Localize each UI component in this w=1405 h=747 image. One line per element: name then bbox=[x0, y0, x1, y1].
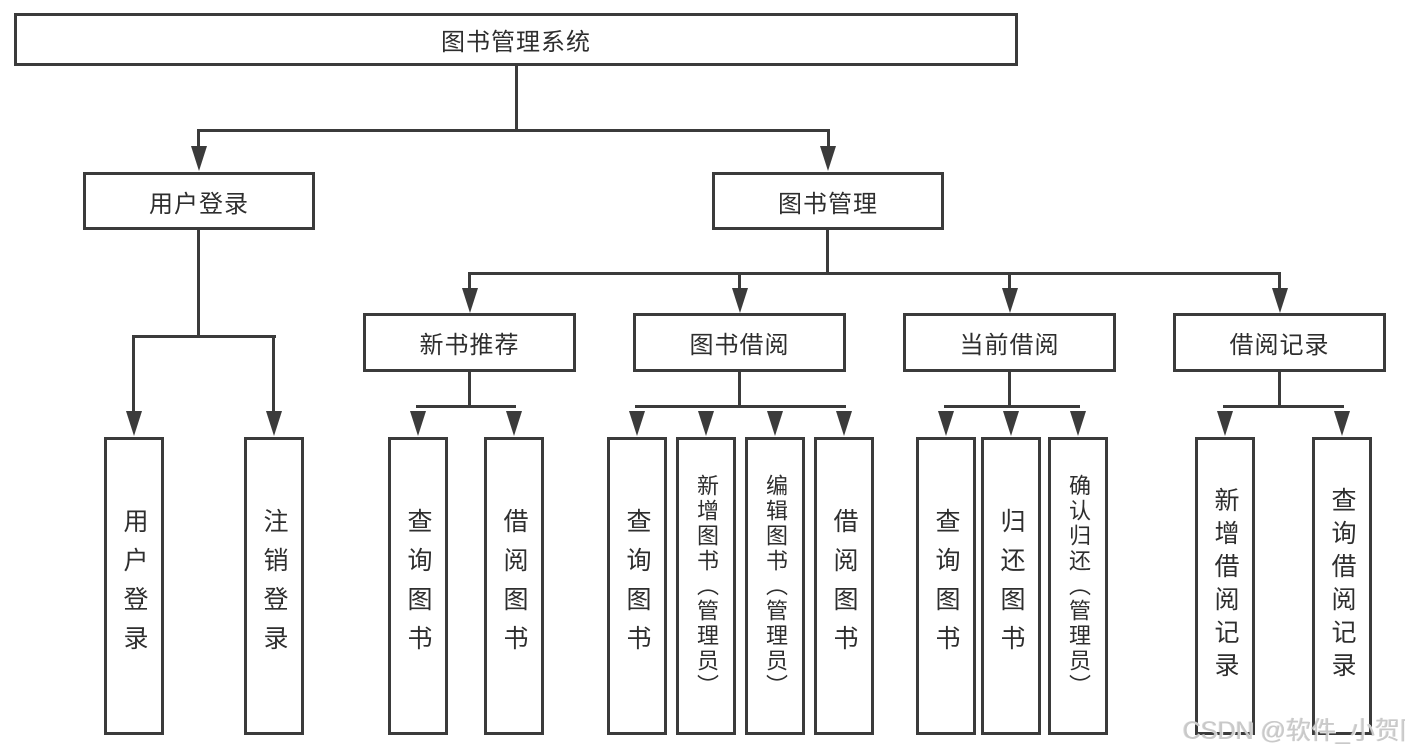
connector-line bbox=[197, 129, 200, 151]
arrow-down-icon bbox=[1070, 411, 1086, 436]
leaf-borrow-edit-label: 编辑图书（管理员） bbox=[763, 473, 788, 699]
leaf-current-return-label: 归还图书 bbox=[997, 508, 1025, 664]
leaf-newbook-query-label: 查询图书 bbox=[404, 508, 432, 664]
connector-line bbox=[468, 272, 471, 292]
arrow-down-icon bbox=[698, 411, 714, 436]
leaf-newbook-borrow: 借阅图书 bbox=[484, 437, 544, 735]
leaf-borrow-query-label: 查询图书 bbox=[623, 508, 651, 664]
connector-line bbox=[1223, 405, 1344, 408]
arrow-down-icon bbox=[506, 411, 522, 436]
leaf-borrow-edit: 编辑图书（管理员） bbox=[745, 437, 805, 735]
leaf-borrow-book-label: 借阅图书 bbox=[830, 508, 858, 664]
leaf-record-query: 查询借阅记录 bbox=[1312, 437, 1372, 735]
watermark: CSDN @软件_小贺同学 bbox=[1183, 717, 1405, 745]
connector-line bbox=[635, 405, 846, 408]
node-current-borrow: 当前借阅 bbox=[903, 313, 1116, 372]
arrow-down-icon bbox=[1272, 288, 1288, 313]
connector-line bbox=[515, 66, 518, 132]
node-book-mgmt-label: 图书管理 bbox=[778, 190, 878, 218]
node-root: 图书管理系统 bbox=[14, 13, 1018, 66]
connector-line bbox=[272, 335, 275, 415]
connector-line bbox=[1278, 272, 1281, 292]
leaf-logout: 注销登录 bbox=[244, 437, 304, 735]
leaf-current-query: 查询图书 bbox=[916, 437, 976, 735]
connector-line bbox=[468, 272, 1281, 275]
connector-line bbox=[132, 335, 135, 415]
node-user-login: 用户登录 bbox=[83, 172, 315, 230]
connector-line bbox=[197, 230, 200, 338]
arrow-down-icon bbox=[266, 411, 282, 436]
arrow-down-icon bbox=[1334, 411, 1350, 436]
arrow-down-icon bbox=[126, 411, 142, 436]
leaf-newbook-query: 查询图书 bbox=[388, 437, 448, 735]
arrow-down-icon bbox=[629, 411, 645, 436]
connector-line bbox=[1008, 272, 1011, 292]
leaf-user-login-label: 用户登录 bbox=[120, 508, 148, 664]
connector-line bbox=[1278, 372, 1281, 408]
connector-line bbox=[416, 405, 516, 408]
leaf-current-return: 归还图书 bbox=[981, 437, 1041, 735]
node-new-book-label: 新书推荐 bbox=[419, 332, 520, 359]
leaf-logout-label: 注销登录 bbox=[260, 508, 288, 664]
node-book-borrow-label: 图书借阅 bbox=[689, 332, 790, 359]
connector-line bbox=[468, 372, 471, 408]
arrow-down-icon bbox=[820, 146, 836, 171]
arrow-down-icon bbox=[462, 288, 478, 313]
node-book-borrow: 图书借阅 bbox=[633, 313, 846, 372]
leaf-current-query-label: 查询图书 bbox=[932, 508, 960, 664]
leaf-newbook-borrow-label: 借阅图书 bbox=[500, 508, 528, 664]
leaf-record-query-label: 查询借阅记录 bbox=[1328, 487, 1356, 685]
connector-line bbox=[827, 129, 830, 151]
leaf-user-login: 用户登录 bbox=[104, 437, 164, 735]
arrow-down-icon bbox=[732, 288, 748, 313]
leaf-record-add-label: 新增借阅记录 bbox=[1211, 487, 1239, 685]
connector-line bbox=[738, 272, 741, 292]
connector-line bbox=[738, 372, 741, 408]
leaf-current-confirm-label: 确认归还（管理员） bbox=[1066, 473, 1091, 699]
leaf-borrow-book: 借阅图书 bbox=[814, 437, 874, 735]
leaf-record-add: 新增借阅记录 bbox=[1195, 437, 1255, 735]
connector-line bbox=[826, 230, 829, 275]
leaf-borrow-query: 查询图书 bbox=[607, 437, 667, 735]
connector-line bbox=[944, 405, 1080, 408]
arrow-down-icon bbox=[767, 411, 783, 436]
node-user-login-label: 用户登录 bbox=[149, 190, 249, 218]
leaf-current-confirm: 确认归还（管理员） bbox=[1048, 437, 1108, 735]
node-book-mgmt: 图书管理 bbox=[712, 172, 944, 230]
connector-line bbox=[1008, 372, 1011, 408]
arrow-down-icon bbox=[938, 411, 954, 436]
arrow-down-icon bbox=[1217, 411, 1233, 436]
node-new-book: 新书推荐 bbox=[363, 313, 576, 372]
arrow-down-icon bbox=[191, 146, 207, 171]
arrow-down-icon bbox=[1003, 411, 1019, 436]
node-borrow-record-label: 借阅记录 bbox=[1229, 332, 1330, 359]
leaf-borrow-add-label: 新增图书（管理员） bbox=[694, 473, 719, 699]
arrow-down-icon bbox=[836, 411, 852, 436]
arrow-down-icon bbox=[1002, 288, 1018, 313]
node-root-label: 图书管理系统 bbox=[441, 29, 591, 56]
arrow-down-icon bbox=[410, 411, 426, 436]
connector-line bbox=[197, 129, 830, 132]
connector-line bbox=[132, 335, 276, 338]
leaf-borrow-add: 新增图书（管理员） bbox=[676, 437, 736, 735]
node-borrow-record: 借阅记录 bbox=[1173, 313, 1386, 372]
node-current-borrow-label: 当前借阅 bbox=[959, 332, 1060, 359]
